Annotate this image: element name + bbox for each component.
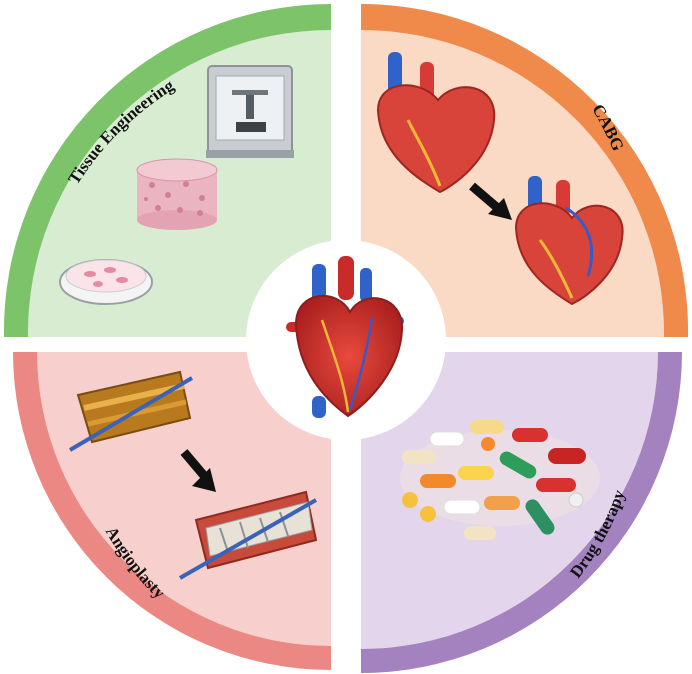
stent-artery-icon — [179, 490, 318, 580]
scaffold-icon — [136, 158, 218, 230]
3d-printer-icon — [206, 65, 294, 158]
pills-icon — [400, 420, 600, 540]
heart-after-icon — [514, 176, 624, 306]
arrow-icon-angioplasty — [180, 449, 216, 492]
quadrant-drug-therapy: Drug therapy — [361, 352, 682, 673]
heart-before-icon — [376, 52, 496, 194]
quadrant-angioplasty: Angioplasty — [13, 352, 331, 670]
heart-icon — [286, 256, 404, 418]
center-heart — [246, 240, 446, 440]
petri-dish-icon — [59, 259, 153, 305]
quadrant-tissue-engineering: Tissue Engineering — [3, 4, 332, 337]
blocked-artery-icon — [68, 370, 194, 452]
arrow-icon — [469, 182, 512, 220]
quadrant-cabg: CABG — [361, 3, 689, 337]
